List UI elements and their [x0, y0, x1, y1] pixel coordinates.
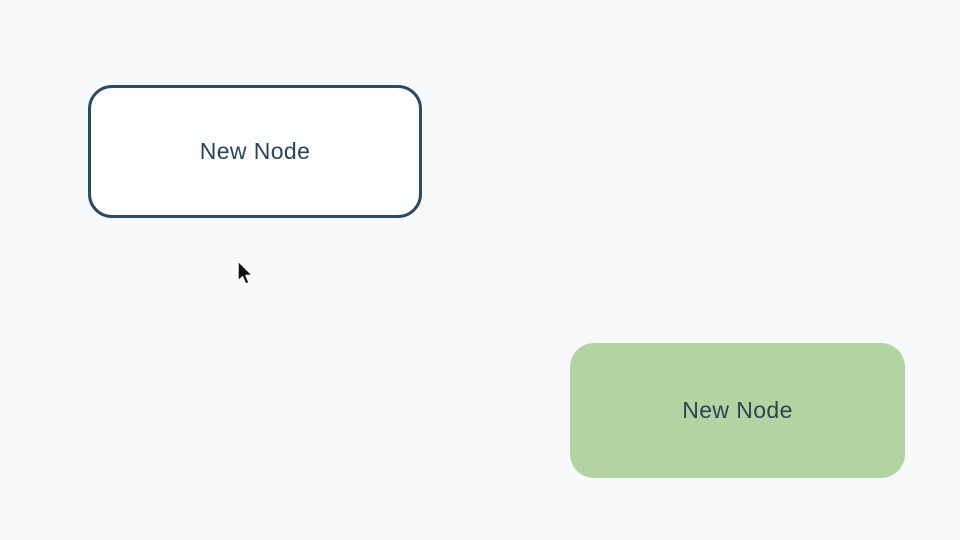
flow-node-filled[interactable]: New Node — [570, 343, 905, 478]
flow-node-outlined[interactable]: New Node — [88, 85, 422, 218]
node-label: New Node — [682, 397, 793, 423]
arrow-cursor-icon — [237, 260, 253, 285]
node-label: New Node — [199, 138, 311, 164]
